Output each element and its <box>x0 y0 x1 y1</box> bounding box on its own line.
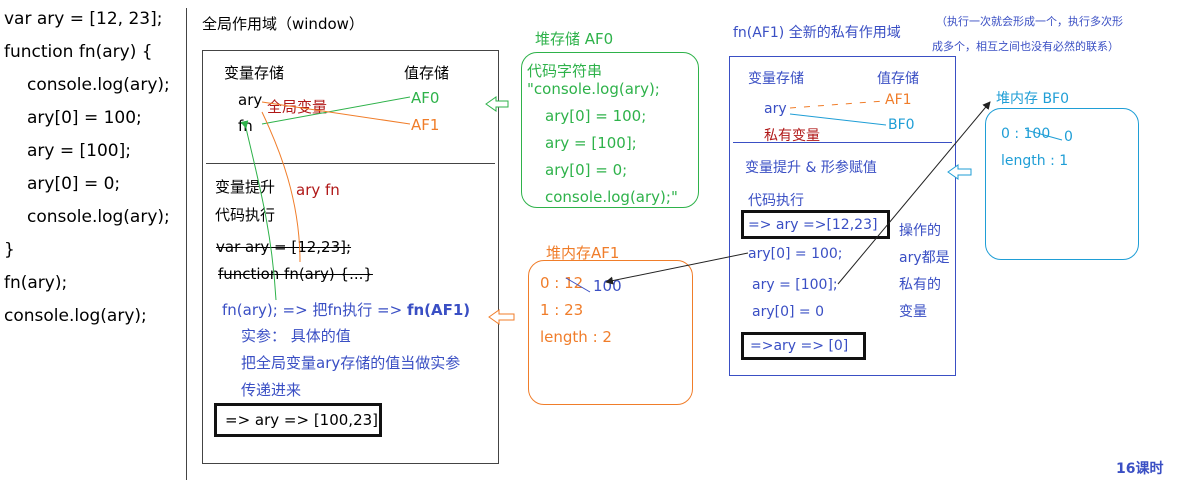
strikethrough-bf0-idx0 <box>1025 129 1063 141</box>
footer-label: 16课时 <box>1116 461 1164 477</box>
private-result-box-1: => ary =>[12,23] <box>741 210 890 239</box>
arg-line-2: 把全局变量ary存储的值当做实参 <box>241 354 461 372</box>
global-value-af1: AF1 <box>411 116 440 134</box>
code-line: fn(ary); <box>4 273 68 293</box>
heap-af1-box <box>528 260 693 405</box>
private-code-line: ary[0] = 0 <box>752 304 824 320</box>
heap-bf0-idx0: 0 : 100 <box>1001 126 1051 142</box>
global-value-af0: AF0 <box>411 89 440 107</box>
private-scope-title: fn(AF1) 全新的私有作用域 <box>733 25 901 41</box>
hollow-arrow-af0 <box>485 96 509 112</box>
side-note-line: 变量 <box>899 304 927 320</box>
call-line: fn(ary); => 把fn执行 => fn(AF1) <box>222 299 470 320</box>
global-var-ary: ary <box>238 91 263 109</box>
hoist-label: 变量提升 <box>215 178 276 196</box>
global-scope-divider <box>206 163 495 164</box>
heap-af0-line: "console.log(ary); <box>527 80 660 98</box>
private-value-storage-label: 值存储 <box>877 71 919 87</box>
heap-af0-line: ary[0] = 0; <box>545 161 628 179</box>
private-code-line: ary[0] = 100; <box>748 246 843 262</box>
arg-line-3: 传递进来 <box>241 381 302 399</box>
private-exec-label: 代码执行 <box>748 193 804 209</box>
heap-af1-title: 堆内存AF1 <box>546 244 620 262</box>
pointer-exec-heap-af1 <box>605 252 749 285</box>
private-result-box-2: =>ary => [0] <box>741 332 866 360</box>
hoist-curve-fn <box>240 120 277 301</box>
code-line: console.log(ary); <box>27 207 170 227</box>
pointer-exec-heap-bf0 <box>837 101 991 285</box>
code-line: console.log(ary); <box>27 75 170 95</box>
heap-bf0-new-value: 0 <box>1064 129 1073 145</box>
value-storage-label: 值存储 <box>404 64 450 82</box>
heap-bf0-length: length : 1 <box>1001 153 1069 169</box>
pointer-fn-af0 <box>261 96 411 125</box>
strikethrough-af0-idx0 <box>565 277 591 293</box>
exec-label: 代码执行 <box>215 206 276 224</box>
call-target: fn(AF1) <box>406 301 471 319</box>
pointer-private-ary-bf0 <box>789 113 887 126</box>
arg-line-1: 实参： 具体的值 <box>241 327 351 345</box>
heap-af0-line: console.log(ary);" <box>545 188 678 206</box>
private-scope-divider <box>733 142 952 143</box>
heap-bf0-box <box>985 108 1139 260</box>
private-hoist-label: 变量提升 & 形参赋值 <box>745 160 877 176</box>
heap-af0-line: ary = [100]; <box>545 134 637 152</box>
pointer-ary-af1 <box>261 101 411 125</box>
private-code-line: ary = [100]; <box>752 277 838 293</box>
heap-af0-title: 堆存储 AF0 <box>535 30 614 48</box>
hollow-arrow-af1 <box>488 309 515 325</box>
code-line: var ary = [12, 23]; <box>4 9 163 29</box>
heap-af0-line: 代码字符串 <box>527 62 603 80</box>
private-var-storage-label: 变量存储 <box>748 71 804 87</box>
heap-af1-length: length : 2 <box>540 328 612 346</box>
private-result-1: => ary =>[12,23] <box>748 217 878 233</box>
var-storage-label: 变量存储 <box>224 64 285 82</box>
code-line: function fn(ary) { <box>4 42 153 62</box>
private-scope-note-2: 成多个，相互之间也没有必然的联系） <box>932 40 1119 53</box>
side-note-line: 私有的 <box>899 277 941 293</box>
code-line: ary[0] = 100; <box>27 108 142 128</box>
private-scope-note-1: （执行一次就会形成一个，执行多次形 <box>936 15 1123 28</box>
heap-bf0-title: 堆内存 BF0 <box>996 91 1070 107</box>
hoisted-var-line: var ary = [12,23]; <box>216 238 352 256</box>
heap-af0-box <box>521 52 699 208</box>
vertical-divider <box>186 8 187 480</box>
hoisted-func-line: function fn(ary) {...} <box>218 265 373 283</box>
private-var-label: 私有变量 <box>764 128 820 144</box>
private-value-af1: AF1 <box>885 92 912 108</box>
heap-af0-line: ary[0] = 100; <box>545 107 647 125</box>
code-line: ary[0] = 0; <box>27 174 121 194</box>
heap-af1-idx0: 0 : 12 <box>540 274 584 292</box>
private-scope-box <box>729 56 956 376</box>
heap-af1-new-value: 100 <box>593 277 622 295</box>
global-result: => ary => [100,23] <box>225 411 379 429</box>
pointer-private-ary-af1 <box>789 100 885 109</box>
hollow-arrow-private <box>947 164 972 180</box>
global-scope-title: 全局作用域（window） <box>202 15 364 33</box>
code-line: } <box>4 240 15 260</box>
global-scope-box <box>202 50 499 464</box>
hoist-note: ary fn <box>296 181 340 199</box>
private-value-bf0: BF0 <box>888 117 915 133</box>
global-result-box: => ary => [100,23] <box>214 403 382 437</box>
hoist-curve-ary <box>261 111 301 263</box>
private-var-ary: ary <box>764 101 787 117</box>
side-note-line: ary都是 <box>899 250 950 266</box>
heap-af1-idx1: 1 : 23 <box>540 301 584 319</box>
private-result-2: =>ary => [0] <box>750 338 849 354</box>
code-line: console.log(ary); <box>4 306 147 326</box>
code-line: ary = [100]; <box>27 141 131 161</box>
call-text: fn(ary); => 把fn执行 => <box>222 301 403 319</box>
side-note-line: 操作的 <box>899 223 941 239</box>
